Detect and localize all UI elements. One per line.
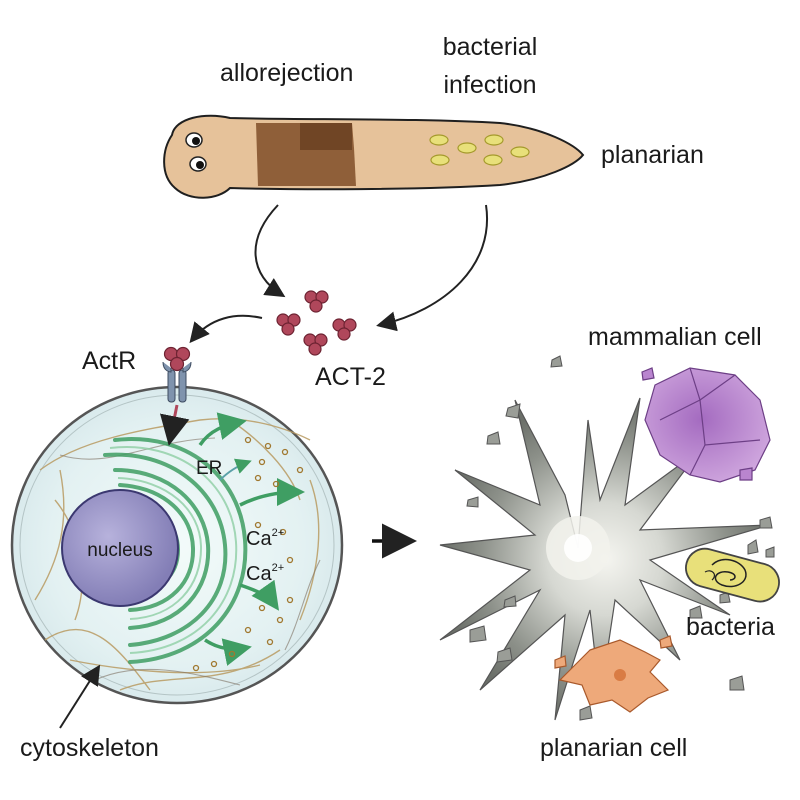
er-label: ER bbox=[196, 458, 222, 479]
cell bbox=[10, 346, 344, 705]
lysis-explosion bbox=[439, 355, 773, 721]
cytoskeleton-label: cytoskeleton bbox=[20, 734, 159, 762]
act2-trimer bbox=[276, 313, 301, 336]
arrow-infection-to-act2 bbox=[376, 204, 489, 332]
planarian-cell-fragments bbox=[554, 635, 673, 713]
cytoskeleton-pointer bbox=[59, 664, 101, 729]
calcium-release-arrows bbox=[198, 412, 305, 666]
planarian-label: planarian bbox=[601, 141, 704, 169]
nucleus-label: nucleus bbox=[87, 540, 153, 561]
act2-trimer bbox=[303, 333, 328, 356]
bacterial-infection-label-line1: bacterial bbox=[442, 33, 538, 61]
mammalian-cell-label: mammalian cell bbox=[588, 323, 762, 351]
allorejection-label: allorejection bbox=[220, 59, 354, 87]
act2-trimer bbox=[332, 318, 357, 341]
bacteria-label: bacteria bbox=[686, 613, 775, 641]
bacterial-infection-label-line2: infection bbox=[443, 71, 537, 99]
arrow-act2-to-actr bbox=[189, 314, 263, 344]
bacteria-colony bbox=[429, 134, 530, 166]
calcium-ions bbox=[192, 436, 304, 672]
calcium-label-1: Ca2+ bbox=[246, 527, 284, 550]
act2-label: ACT-2 bbox=[315, 363, 386, 391]
planarian-worm bbox=[163, 114, 585, 199]
arrow-allorejection-to-act2 bbox=[254, 204, 286, 298]
mammalian-cell-fragments bbox=[641, 367, 771, 483]
debris bbox=[466, 355, 773, 721]
act2-trimer bbox=[304, 290, 329, 313]
actr-receptor bbox=[159, 346, 192, 446]
actr-label: ActR bbox=[82, 347, 137, 375]
lysed-bacterium bbox=[685, 539, 780, 603]
calcium-label-2: Ca2+ bbox=[246, 562, 284, 585]
planarian-cell-label: planarian cell bbox=[540, 734, 688, 762]
nucleus bbox=[61, 489, 179, 607]
act2-proteins bbox=[276, 290, 357, 356]
